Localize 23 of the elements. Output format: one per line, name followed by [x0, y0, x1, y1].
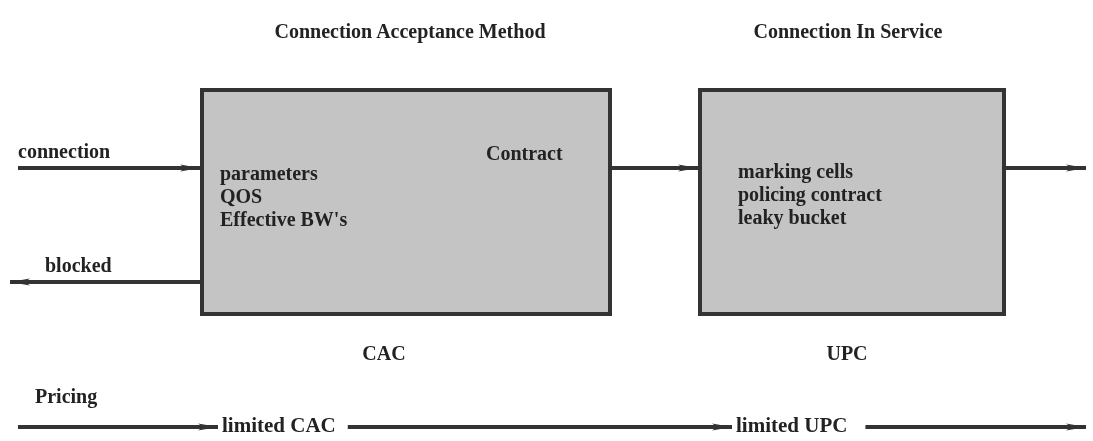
box-caption: UPC	[825, 342, 869, 364]
arrow	[612, 164, 698, 172]
arrow	[18, 423, 218, 431]
flow-text: limited CAC	[222, 413, 336, 438]
arrow	[10, 278, 200, 286]
box-text: QOS	[220, 185, 263, 207]
box-heading: Connection Acceptance Method	[273, 20, 547, 42]
box-text: leaky bucket	[738, 206, 847, 228]
edge-label: blocked	[45, 254, 112, 277]
section-label: Pricing	[35, 385, 98, 408]
box-text: Effective BW's	[220, 208, 348, 230]
box-text: marking cells	[738, 160, 853, 182]
arrow	[1006, 164, 1086, 172]
arrow	[18, 164, 200, 172]
box-text: Contract	[486, 142, 563, 164]
box-heading: Connection In Service	[752, 20, 944, 42]
flow-text: limited UPC	[736, 413, 848, 438]
box-text: parameters	[220, 162, 318, 184]
arrow	[347, 423, 732, 431]
arrow	[865, 423, 1086, 431]
edge-label: connection	[18, 140, 111, 163]
box-caption: CAC	[361, 342, 407, 364]
box-text: policing contract	[738, 183, 882, 205]
